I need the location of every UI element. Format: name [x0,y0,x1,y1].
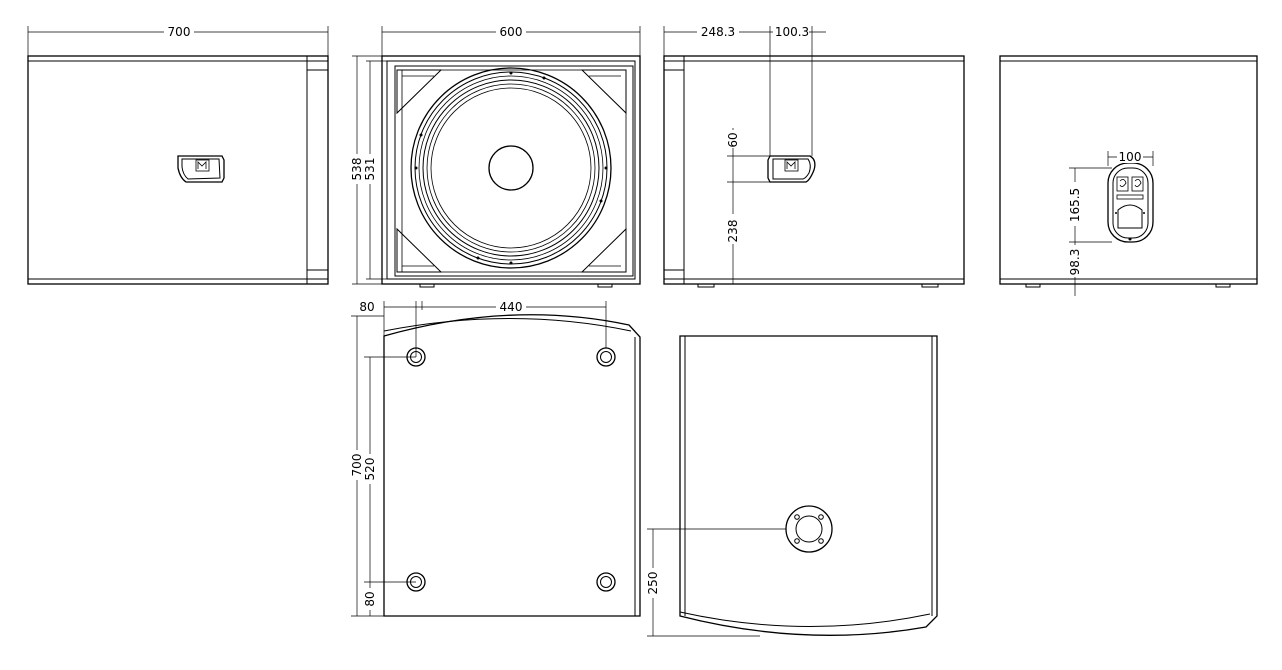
dimension-handle-height: 60 238 [726,128,770,284]
dimension-bottom-depth: 700 520 80 [350,315,416,617]
foot-icon [596,572,616,592]
pole-mount-icon [785,505,833,553]
dim-label-feet-spacing: 440 [500,300,523,314]
dim-label-connector-from-bottom: 98.3 [1068,249,1082,276]
dimension-front-width: 600 [381,24,641,56]
dim-label-connector-height: 165.5 [1068,188,1082,222]
connector-plate-icon [1107,162,1154,243]
handle-icon [177,155,225,183]
handle-icon [767,155,816,183]
dimension-front-height: 538 531 [350,55,387,285]
dimension-side-width: 700 [27,24,329,56]
dim-label-feet-rear-margin: 80 [363,591,377,606]
foot-icon [596,347,616,367]
dim-label-feet-margin: 80 [359,300,374,314]
dimension-connector-height: 165.5 98.3 [1068,167,1112,296]
dim-label-front-height-inner: 531 [363,158,377,181]
front-view-with-woofer: 600 538 531 [350,24,641,288]
dim-label-connector-width: 100 [1119,150,1142,164]
rear-view-with-connector: 100 165.5 98.3 [999,55,1258,296]
dim-label-side-width: 700 [168,25,191,39]
side-view-left: 700 [27,24,329,285]
dimension-handle-position: 248.3 100.3 [663,24,826,156]
dim-label-handle-from-bottom: 238 [726,220,740,243]
top-view-with-pole-mount: 250 [646,335,938,637]
dim-label-bottom-depth: 700 [350,454,364,477]
dim-label-front-width: 600 [500,25,523,39]
dimension-connector-width: 100 [1107,150,1154,166]
dim-label-handle-offset: 248.3 [701,25,735,39]
dimension-feet-spacing: 80 440 [357,300,607,357]
bottom-view-with-feet: 80 440 700 520 80 [350,300,641,617]
dim-label-front-height-outer: 538 [350,158,364,181]
dim-label-handle-height: 60 [726,132,740,147]
woofer-icon [410,67,612,269]
dim-label-pole-mount-offset: 250 [646,572,660,595]
dim-label-feet-depth-spacing: 520 [363,458,377,481]
dim-label-handle-width: 100.3 [775,25,809,39]
dimension-pole-mount: 250 [646,528,786,637]
side-view-right: 248.3 100.3 60 238 [663,24,965,288]
